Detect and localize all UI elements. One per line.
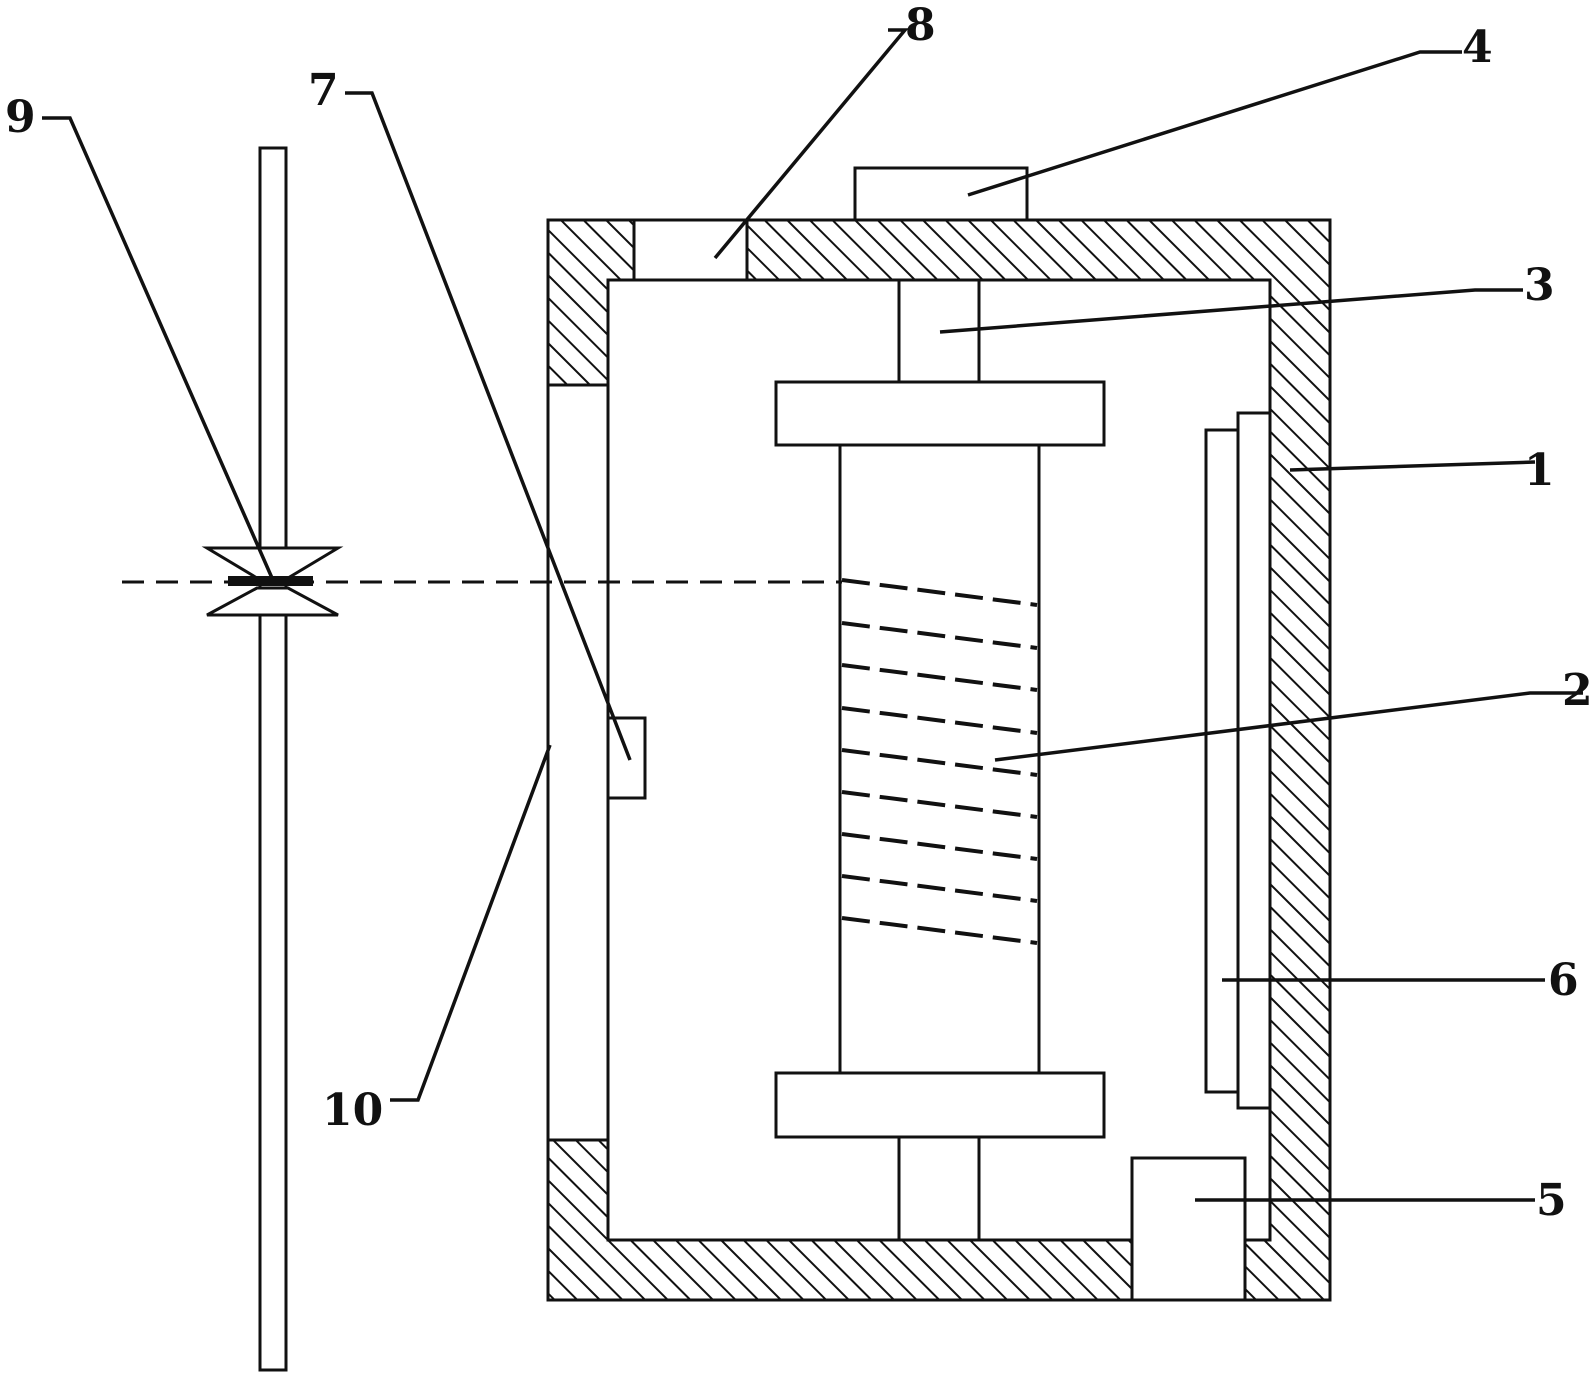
outer-plate-6 — [1236, 411, 1272, 1110]
top-block-4 — [853, 166, 1029, 222]
inner-plate-6 — [1204, 428, 1240, 1094]
sensor-7 — [606, 716, 647, 800]
label-4: 4 — [1462, 22, 1493, 73]
leader-lines — [42, 28, 1583, 1202]
label-2: 2 — [1562, 665, 1590, 716]
label-7: 7 — [308, 65, 339, 116]
label-1: 1 — [1524, 445, 1555, 496]
upper-flange — [774, 380, 1106, 447]
label-3: 3 — [1524, 260, 1555, 311]
window-10 — [546, 383, 610, 1142]
label-6: 6 — [1548, 955, 1579, 1006]
coil-winding — [841, 578, 1038, 945]
lower-flange — [774, 1071, 1106, 1139]
bottom-block-5 — [1130, 1156, 1247, 1302]
part-labels: 1 2 3 4 5 6 7 8 9 10 — [5, 0, 1590, 1226]
label-8: 8 — [905, 0, 936, 51]
top-opening-8 — [632, 218, 749, 282]
label-9: 9 — [5, 92, 36, 143]
label-10: 10 — [322, 1085, 383, 1136]
external-rod — [258, 146, 288, 1372]
label-5: 5 — [1536, 1175, 1567, 1226]
lower-shaft — [897, 1135, 981, 1242]
